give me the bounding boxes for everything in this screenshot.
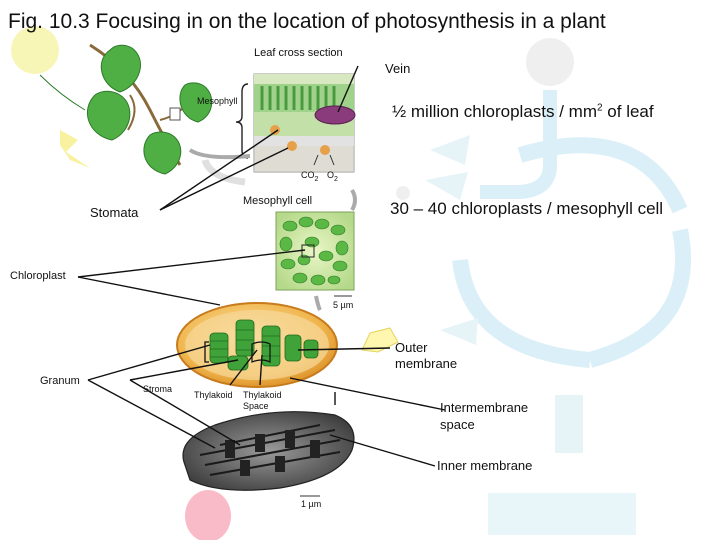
faded-arrowhead-1	[430, 135, 470, 165]
label-mesophyll-cell: Mesophyll cell	[243, 195, 313, 207]
half-million-suffix: of leaf	[602, 102, 654, 121]
leaf-zoom-box	[169, 107, 181, 121]
chloroplast-micrograph	[182, 411, 355, 497]
label-leaf-cross-section: Leaf cross section	[254, 47, 343, 59]
half-million-exponent: 2	[597, 102, 603, 114]
vein-shape	[314, 105, 356, 125]
leaf-2	[86, 90, 131, 141]
label-chloroplast: Chloroplast	[10, 270, 66, 282]
faded-bar	[555, 395, 583, 453]
label-scale-5um: 5 µm	[333, 300, 354, 310]
chloroplast-illustration	[176, 302, 399, 388]
leaf-1	[100, 44, 141, 93]
o2-text: O	[327, 170, 335, 180]
intermembrane-line-1: Intermembrane	[440, 400, 529, 415]
outer-membrane-line-2: membrane	[395, 356, 458, 371]
co2-text: CO	[301, 170, 315, 180]
half-million-text: ½ million chloroplasts / mm	[392, 102, 598, 121]
co2-subscript: 2	[314, 175, 319, 183]
leaf-3	[143, 131, 182, 175]
intermembrane-line-2: space	[440, 417, 475, 432]
leaf-4	[179, 82, 213, 123]
label-granum: Granum	[40, 375, 80, 387]
faded-swoosh	[201, 158, 246, 186]
label-co2: CO2	[301, 170, 318, 183]
faded-circle	[526, 38, 574, 86]
leader-lines	[77, 65, 446, 467]
faded-lightning	[60, 130, 90, 168]
outer-membrane-highlight	[361, 327, 399, 353]
faded-arrowhead-2	[425, 172, 468, 200]
label-half-million-chloroplasts: ½ million chloroplasts / mm2 of leaf	[392, 102, 654, 122]
faded-sun	[11, 26, 59, 74]
plant-illustration	[39, 43, 213, 175]
faded-pink-shape	[185, 490, 231, 540]
leaf-cross-section-illustration	[235, 73, 356, 173]
thylakoid-space-line-1: Thylakoid	[243, 390, 282, 400]
faded-arc-bottom	[452, 258, 591, 368]
faded-arc-top	[517, 137, 688, 214]
page-title: Fig. 10.3 Focusing in on the location of…	[8, 10, 606, 33]
mesophyll-cell-illustration	[275, 211, 355, 297]
label-inner-membrane: Inner membrane	[437, 458, 533, 473]
label-stomata: Stomata	[90, 205, 139, 220]
thylakoid-space-line-2: Space	[243, 401, 269, 411]
faded-arrow-down	[480, 90, 557, 199]
faded-arrowhead-3	[440, 318, 478, 345]
mesophyll-bracket	[235, 83, 249, 159]
faded-arc-right	[587, 228, 692, 368]
faded-dot	[396, 186, 410, 200]
label-o2: O2	[327, 170, 338, 183]
faded-background-cycle	[11, 26, 692, 540]
label-chloroplasts-per-cell: 30 – 40 chloroplasts / mesophyll cell	[390, 199, 664, 218]
zoom-arrows	[188, 148, 357, 311]
faded-box	[488, 493, 636, 535]
label-mesophyll: Mesophyll	[197, 96, 238, 106]
o2-subscript: 2	[334, 175, 338, 183]
label-vein: Vein	[385, 61, 411, 76]
label-scale-1um: 1 µm	[301, 499, 322, 509]
label-outer-membrane: Outer membrane	[395, 340, 457, 372]
label-intermembrane-space: Intermembrane space	[440, 399, 528, 433]
outer-membrane-line-1: Outer	[395, 340, 428, 355]
label-thylakoid-space: Thylakoid Space	[243, 390, 282, 412]
label-thylakoid: Thylakoid	[194, 390, 233, 400]
label-stroma: Stroma	[143, 384, 173, 394]
